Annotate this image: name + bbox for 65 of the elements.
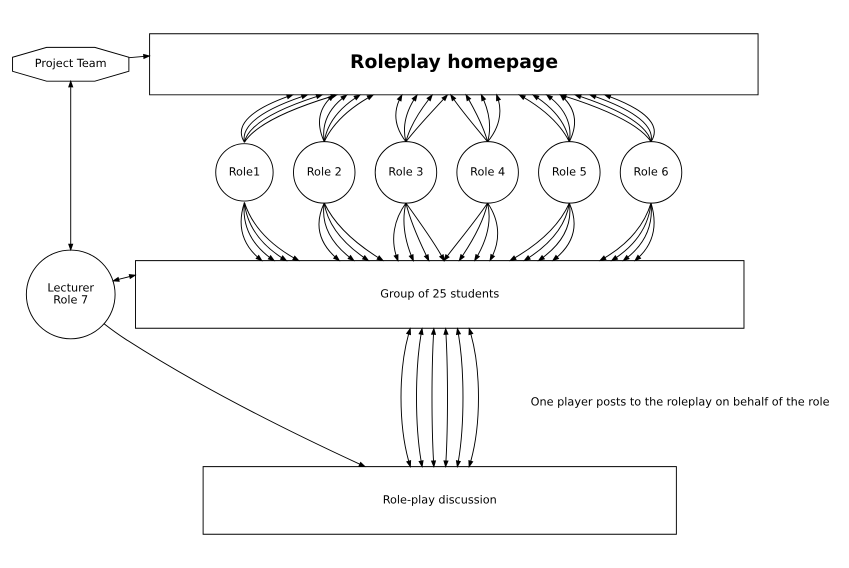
arrow bbox=[559, 94, 652, 142]
arrow bbox=[588, 94, 652, 142]
arrow bbox=[487, 202, 498, 262]
arrow bbox=[244, 202, 288, 262]
arrow bbox=[468, 327, 479, 468]
arrow bbox=[405, 202, 430, 262]
node-circle: Role 3 bbox=[374, 141, 438, 204]
arrow bbox=[552, 202, 575, 262]
arrow bbox=[480, 94, 490, 142]
node-box: Roleplay homepage bbox=[149, 33, 759, 96]
arrow bbox=[546, 94, 570, 142]
arrow bbox=[244, 94, 309, 143]
arrow bbox=[128, 54, 151, 60]
arrow bbox=[559, 94, 576, 142]
arrow bbox=[405, 94, 448, 142]
arrow bbox=[404, 94, 418, 142]
arrow bbox=[405, 94, 434, 142]
arrow bbox=[400, 327, 412, 468]
arrow bbox=[443, 202, 488, 262]
arrow bbox=[318, 202, 340, 262]
arrow bbox=[240, 202, 263, 262]
arrow bbox=[395, 94, 406, 142]
node-circle: Role 2 bbox=[293, 141, 356, 204]
arrow bbox=[622, 202, 652, 262]
arrow bbox=[604, 94, 655, 142]
arrow bbox=[450, 94, 488, 142]
arrow bbox=[430, 327, 436, 468]
arrow bbox=[443, 327, 449, 468]
arrow bbox=[518, 94, 570, 142]
node-box: Group of 25 students bbox=[135, 260, 744, 329]
label: One player posts to the roleplay on behalf of the role bbox=[530, 396, 830, 409]
arrow bbox=[532, 94, 570, 142]
arrow bbox=[474, 202, 490, 262]
arrow bbox=[487, 93, 502, 142]
arrow bbox=[404, 202, 414, 262]
arrow bbox=[458, 202, 488, 262]
arrow bbox=[634, 202, 655, 262]
arrow bbox=[405, 202, 445, 262]
arrow bbox=[537, 202, 570, 262]
arrow bbox=[574, 94, 652, 142]
arrow bbox=[244, 202, 276, 262]
arrow bbox=[598, 202, 652, 262]
arrow bbox=[324, 202, 370, 262]
node-circle: Role 6 bbox=[620, 141, 682, 204]
arrow bbox=[244, 94, 324, 143]
arrow bbox=[112, 274, 137, 282]
arrow bbox=[465, 94, 488, 142]
arrow bbox=[610, 202, 652, 262]
arrow bbox=[508, 202, 570, 262]
arrow bbox=[416, 327, 424, 468]
arrow bbox=[456, 327, 464, 468]
arrow bbox=[244, 202, 300, 262]
arrow bbox=[68, 80, 74, 252]
node-circle: Role1 bbox=[215, 143, 274, 202]
arrow bbox=[104, 323, 366, 468]
arrow bbox=[324, 202, 384, 262]
node-circle: Role 5 bbox=[538, 141, 601, 204]
arrow bbox=[240, 94, 294, 143]
node-circle: Lecturer Role 7 bbox=[26, 250, 116, 340]
arrow bbox=[323, 202, 355, 262]
node-circle: Role 4 bbox=[456, 141, 519, 204]
node-box: Role-play discussion bbox=[202, 466, 677, 535]
arrow bbox=[523, 202, 570, 262]
arrow bbox=[319, 94, 335, 142]
arrow bbox=[393, 202, 406, 262]
